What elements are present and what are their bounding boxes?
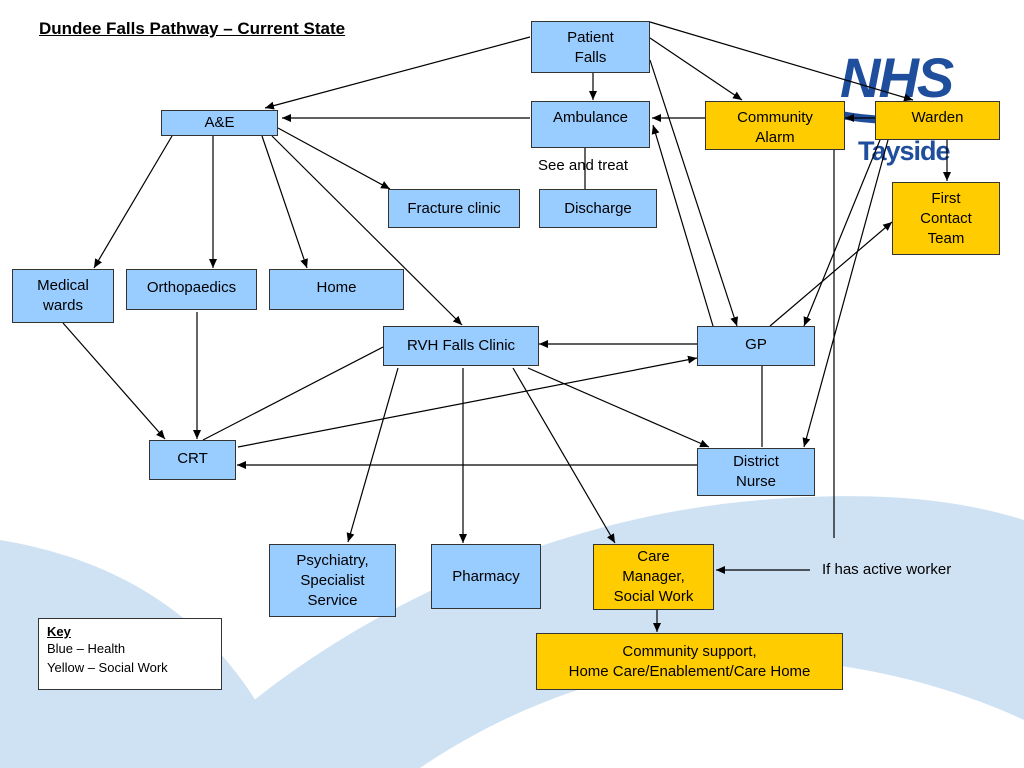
node-ambulance[interactable]: Ambulance [531, 101, 650, 148]
legend-social-work: Yellow – Social Work [47, 660, 168, 675]
legend-health: Blue – Health [47, 641, 126, 656]
edge-ae-to-home [261, 135, 308, 269]
node-rvh-falls-clinic[interactable]: RVH Falls Clinic [383, 326, 539, 366]
edge-gp-to-ambulance [651, 124, 714, 327]
logo-brand: NHS [840, 46, 954, 109]
swoosh-inner [420, 660, 1024, 768]
node-ae[interactable]: A&E [161, 110, 278, 136]
node-first-contact-team[interactable]: First Contact Team [892, 182, 1000, 255]
node-pharmacy[interactable]: Pharmacy [431, 544, 541, 609]
node-home[interactable]: Home [269, 269, 404, 310]
edge-warden-to-district-nurse [802, 139, 889, 448]
edge-rvh-to-district-nurse [527, 367, 710, 448]
node-community-alarm[interactable]: Community Alarm [705, 101, 845, 150]
label-if-active-worker: If has active worker [822, 561, 952, 578]
node-orthopaedics[interactable]: Orthopaedics [126, 269, 257, 310]
edge-warden-to-gp [803, 139, 881, 327]
edge-falls-to-warden [649, 21, 914, 102]
edge-ae-to-rvh [271, 135, 463, 326]
node-psychiatry[interactable]: Psychiatry, Specialist Service [269, 544, 396, 617]
node-discharge[interactable]: Discharge [539, 189, 657, 228]
node-fracture-clinic[interactable]: Fracture clinic [388, 189, 520, 228]
legend-title: Key [47, 624, 71, 639]
edge-ae-to-fracture-clinic [277, 127, 391, 190]
edge-gp-to-first-contact [769, 221, 893, 327]
edge-ae-to-medical-wards [93, 135, 173, 269]
nhs-tayside-logo: NHS Tayside [836, 48, 986, 172]
node-crt[interactable]: CRT [149, 440, 236, 480]
edge-falls-to-ae [264, 36, 531, 110]
edge-rvh-to-psychiatry [346, 367, 399, 543]
node-medical-wards[interactable]: Medical wards [12, 269, 114, 323]
legend-key: Key Blue – Health Yellow – Social Work [38, 618, 222, 690]
edge-medical-wards-to-crt [62, 322, 166, 440]
label-see-and-treat: See and treat [538, 157, 629, 174]
node-gp[interactable]: GP [697, 326, 815, 366]
node-patient-falls[interactable]: Patient Falls [531, 21, 650, 73]
edge-crt-to-gp [237, 355, 698, 448]
node-community-support[interactable]: Community support, Home Care/Enablement/… [536, 633, 843, 690]
edge-falls-to-gp [649, 59, 739, 327]
node-warden[interactable]: Warden [875, 101, 1000, 140]
node-district-nurse[interactable]: District Nurse [697, 448, 815, 496]
edge-rvh-to-care-manager [512, 367, 616, 544]
logo-region: Tayside [858, 136, 951, 166]
edge-crt-to-rvh [202, 346, 384, 441]
page-title: Dundee Falls Pathway – Current State [39, 19, 346, 38]
edge-falls-to-community-alarm [649, 37, 743, 101]
node-care-manager[interactable]: Care Manager, Social Work [593, 544, 714, 610]
